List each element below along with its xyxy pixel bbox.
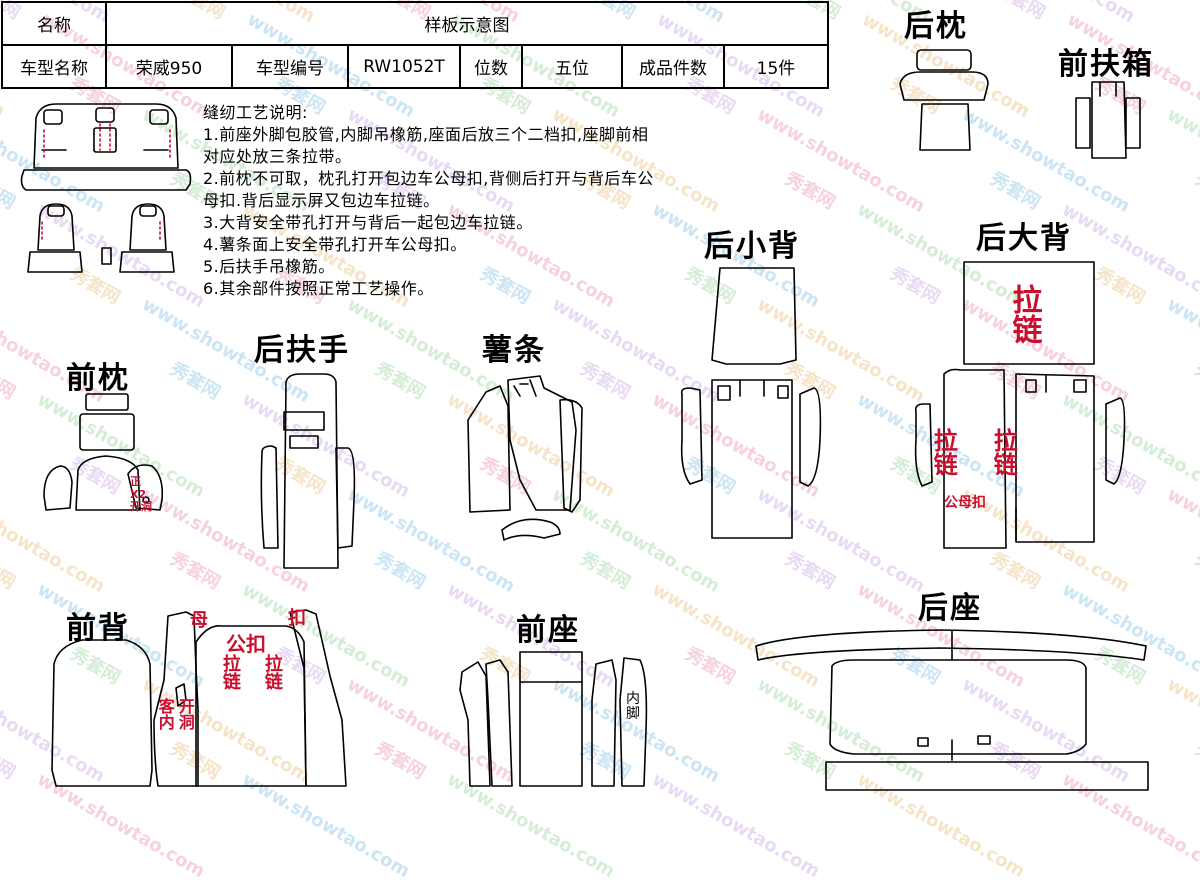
label-front-headrest: 前枕 — [66, 361, 130, 396]
rear-seat-pattern — [755, 629, 1149, 791]
open-hole-inside-annotation: 开洞 — [175, 698, 195, 730]
sewing-notes: 缝纫工艺说明: 1.前座外脚包胶管,内脚吊橡筋,座面后放三个二档扣,座脚前相 对… — [203, 102, 843, 300]
notes-line: 5.后扶手吊橡筋。 — [203, 257, 335, 276]
notes-line: 6.其余部件按照正常工艺操作。 — [203, 279, 434, 298]
label-fries: 薯条 — [482, 333, 546, 368]
model-name-label: 车型名称 — [3, 46, 107, 87]
name-value: 样板示意图 — [424, 16, 510, 36]
seats-value: 五位 — [523, 46, 623, 87]
notes-line: 4.薯条面上安全带孔打开车公母扣。 — [203, 235, 467, 254]
notes-line: 3.大背安全带孔打开与背后一起包边车拉链。 — [203, 213, 533, 232]
rear-big-back-pattern — [914, 261, 1126, 549]
model-name-value: 荣威950 — [107, 46, 233, 87]
label-rear-headrest: 后枕 — [904, 9, 968, 44]
rear-armrest-pattern — [260, 373, 356, 569]
zipper-annotation: 拉链 — [219, 654, 241, 690]
label-rear-armrest: 后扶手 — [254, 333, 350, 368]
gong-kou-annotation: 公扣 — [226, 632, 266, 656]
header-table: 名称 样板示意图 车型名称 荣威950 车型编号 RW1052T 位数 五位 成… — [1, 1, 829, 89]
rear-small-back-pattern — [680, 267, 822, 539]
front-headrest-pattern — [43, 393, 164, 511]
model-code-label: 车型编号 — [233, 46, 349, 87]
zipper-annotation: 拉链 — [929, 428, 958, 476]
front-x2-open-annotation: 正X2开洞 — [130, 475, 152, 514]
seats-label: 位数 — [461, 46, 523, 87]
snap-button-annotation: 公母扣 — [944, 495, 986, 511]
front-back-pattern — [51, 609, 347, 787]
label-front-armrest-box: 前扶箱 — [1058, 47, 1154, 82]
fries-pattern — [467, 375, 583, 541]
rear-headrest-pattern — [899, 49, 989, 151]
label-rear-small-back: 后小背 — [704, 229, 800, 264]
pieces-value: 15件 — [756, 59, 796, 79]
label-front-seat: 前座 — [516, 613, 580, 648]
zipper-annotation: 拉链 — [261, 654, 283, 690]
notes-line: 2.前枕不可取，枕孔打开包边车公母扣,背侧后打开与背后车公 — [203, 169, 654, 188]
front-armrest-box-pattern — [1075, 81, 1141, 159]
mu-annotation: 母 — [190, 610, 208, 631]
kou-annotation: 扣 — [288, 608, 306, 629]
seat-overview-thumbnail — [20, 103, 192, 273]
ke-nei-annotation: 客内 — [155, 698, 175, 730]
label-front-back: 前背 — [66, 611, 130, 646]
label-rear-big-back: 后大背 — [976, 221, 1072, 256]
zipper-annotation: 拉链 — [1006, 284, 1042, 344]
inner-leg-annotation: 内脚 — [626, 691, 640, 723]
pattern-drawing — [20, 49, 1149, 791]
notes-line: 1.前座外脚包胶管,内脚吊橡筋,座面后放三个二档扣,座脚前相 — [203, 125, 649, 144]
notes-title: 缝纫工艺说明: — [203, 103, 308, 122]
zipper-annotation: 拉链 — [989, 428, 1018, 476]
pieces-label: 成品件数 — [623, 46, 725, 87]
notes-line: 对应处放三条拉带。 — [203, 147, 352, 166]
notes-line: 母扣.背后显示屏又包边车拉链。 — [203, 191, 440, 210]
model-code-value: RW1052T — [349, 46, 461, 87]
front-seat-pattern — [459, 651, 648, 787]
label-rear-seat: 后座 — [918, 591, 982, 626]
name-label: 名称 — [3, 3, 107, 44]
